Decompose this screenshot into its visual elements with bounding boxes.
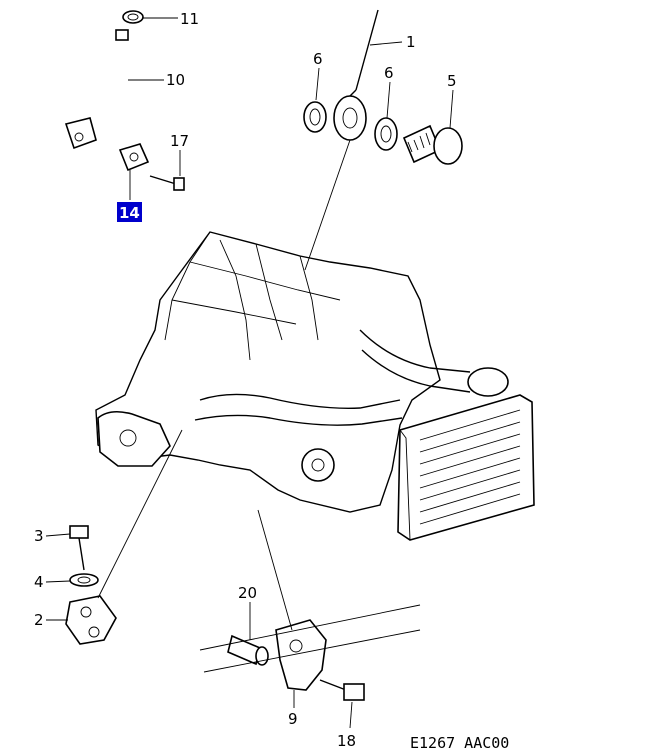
callout-6-left: 6 (313, 50, 323, 68)
callout-11: 11 (180, 10, 199, 28)
callout-14: 14 (119, 204, 140, 222)
bolt-part-18 (319, 679, 365, 701)
washer-part-4 (69, 573, 99, 587)
drawing-reference-code: E1267 AAC00 (410, 734, 509, 750)
bolt-part-3 (69, 525, 89, 571)
callout-3: 3 (34, 527, 44, 545)
banjo-fitting-part-1 (333, 9, 379, 141)
leader-lines (45, 17, 454, 729)
bolt-part-17 (149, 175, 185, 191)
callout-9: 9 (288, 710, 298, 728)
callout-10: 10 (166, 71, 185, 89)
callout-17: 17 (170, 132, 189, 150)
oil-pipe-part-10 (64, 29, 129, 150)
gasket-part-14 (118, 143, 150, 172)
callout-1: 1 (406, 33, 416, 51)
bracket-part-9 (199, 604, 421, 691)
washer-part-6-right (374, 117, 398, 151)
intercooler (397, 394, 535, 541)
callout-18: 18 (337, 732, 356, 750)
seal-ring-part-11 (122, 10, 144, 24)
engine-assembly (95, 231, 509, 513)
callout-6-right: 6 (384, 64, 394, 82)
flange-part-2 (65, 595, 117, 645)
callout-4: 4 (34, 573, 44, 591)
callout-14-highlight (117, 202, 142, 222)
banjo-bolt-part-5 (402, 124, 463, 165)
callout-20: 20 (238, 584, 257, 602)
washer-part-6-left (303, 101, 327, 133)
callout-2: 2 (34, 611, 44, 629)
callout-5: 5 (447, 72, 457, 90)
